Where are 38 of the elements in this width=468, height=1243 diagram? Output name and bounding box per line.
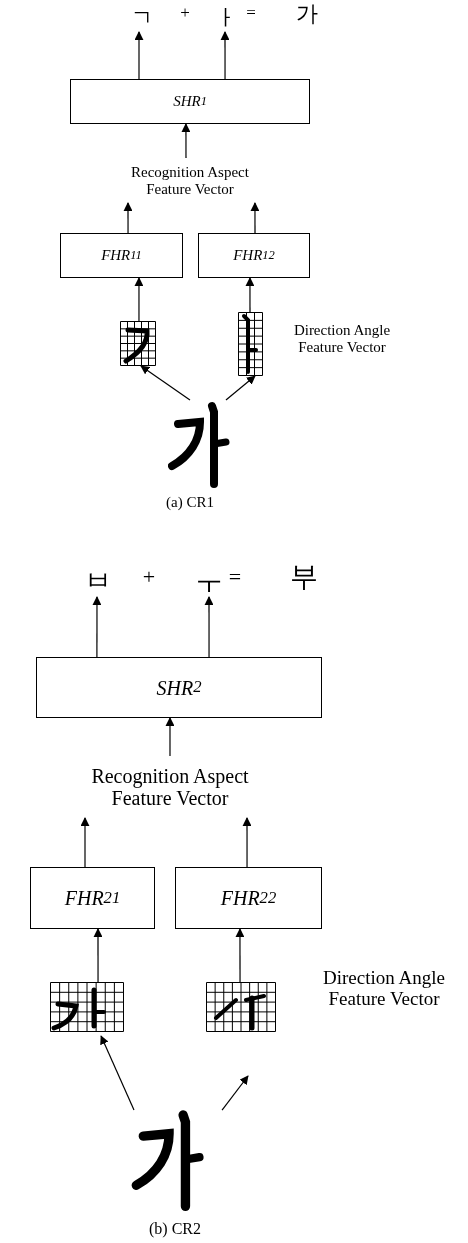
arrow xyxy=(100,1035,135,1111)
arrow xyxy=(134,31,144,80)
arrow xyxy=(250,202,260,234)
arrow xyxy=(245,277,255,313)
arrow xyxy=(140,365,191,401)
arrow xyxy=(92,596,102,658)
feature-vector-label: Direction Angle Feature Vector xyxy=(322,968,446,1010)
arrow xyxy=(165,717,175,757)
output-character: ㅂ xyxy=(86,565,110,597)
feature-vector-label: Recognition Aspect Feature Vector xyxy=(70,756,270,818)
caption: (b) CR2 xyxy=(148,1220,202,1238)
arrow xyxy=(204,596,214,658)
output-character: ㅏ xyxy=(214,4,238,32)
output-character: ㅜ xyxy=(197,565,221,597)
arrow xyxy=(80,817,90,868)
grid-character-drawing xyxy=(50,982,124,1032)
arrow xyxy=(123,202,133,234)
caption: (a) CR1 xyxy=(165,494,215,511)
equation-symbol: = xyxy=(227,565,243,590)
feature-vector-label: Recognition Aspect Feature Vector xyxy=(110,158,270,203)
feature-vector-label: Direction Angle Feature Vector xyxy=(292,322,392,355)
arrow xyxy=(181,123,191,159)
arrow xyxy=(235,928,245,983)
equation-symbol: = xyxy=(245,4,257,23)
arrow xyxy=(220,31,230,80)
grid-character-drawing xyxy=(206,982,276,1032)
equation-symbol: + xyxy=(141,565,157,590)
arrow xyxy=(242,817,252,868)
equation-symbol: 가 xyxy=(295,2,319,27)
grid-character-drawing xyxy=(120,321,156,366)
arrow xyxy=(134,277,144,322)
output-character: ㄱ xyxy=(130,4,154,32)
arrow xyxy=(93,928,103,983)
arrow xyxy=(221,1075,249,1111)
grid-character-drawing xyxy=(238,312,263,376)
equation-symbol: 부 xyxy=(289,562,319,593)
equation-symbol: + xyxy=(179,4,191,23)
arrow xyxy=(225,375,256,401)
